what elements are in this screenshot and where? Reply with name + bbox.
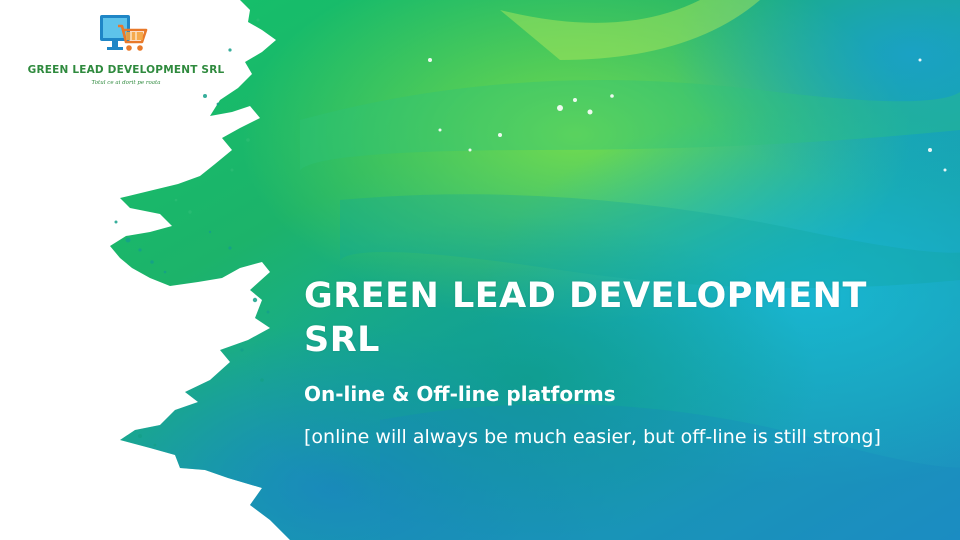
logo-company-name: GREEN LEAD DEVELOPMENT SRL bbox=[27, 64, 225, 76]
slide-text-block: GREEN LEAD DEVELOPMENT SRL On-line & Off… bbox=[304, 274, 944, 451]
shopping-cart-monitor-icon bbox=[100, 15, 148, 51]
logo-tagline: Totul ce ai dorit pe roata bbox=[91, 80, 161, 86]
company-logo: GREEN LEAD DEVELOPMENT SRL Totul ce ai d… bbox=[8, 10, 238, 100]
slide-subtitle: On-line & Off-line platforms bbox=[304, 382, 616, 406]
slide-title: GREEN LEAD DEVELOPMENT SRL bbox=[304, 276, 867, 360]
slide-body-text: [online will always be much easier, but … bbox=[304, 426, 881, 448]
